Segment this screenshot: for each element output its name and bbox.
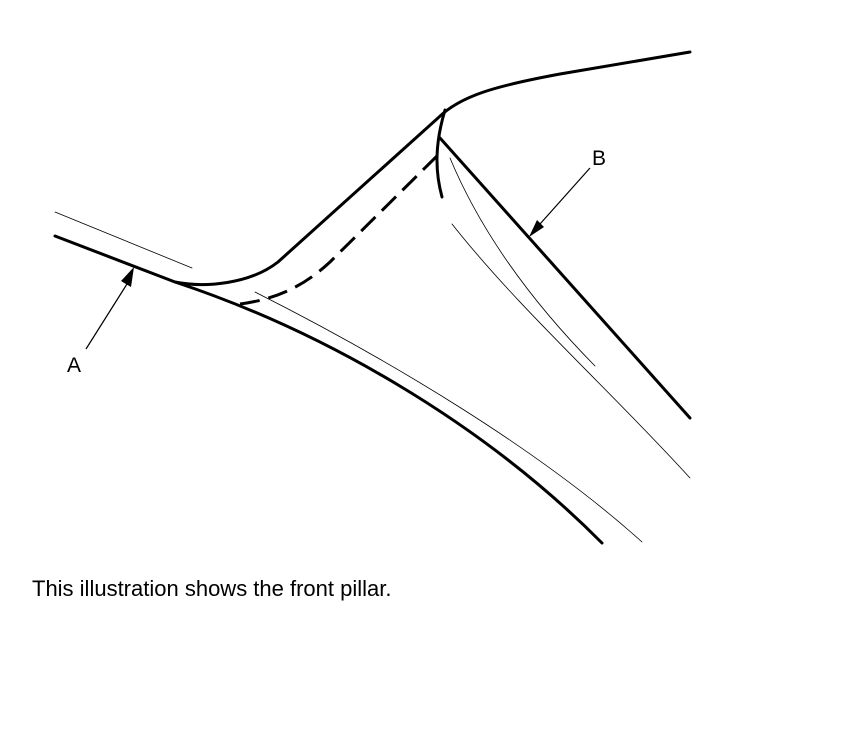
outer-body-contour: [53, 50, 692, 287]
dashed-molding-line: [239, 154, 439, 306]
windshield-edge: [438, 136, 692, 420]
callout-b: B: [529, 147, 606, 237]
fender-reference-line: [54, 211, 193, 269]
callout-a-leader: [85, 283, 128, 350]
inner-curve-upper: [449, 157, 596, 367]
callout-a: A: [67, 267, 134, 377]
callout-b-leader: [539, 167, 591, 225]
callout-b-arrowhead: [529, 220, 544, 237]
inner-curve-lower: [451, 223, 691, 479]
illustration-caption: This illustration shows the front pillar…: [32, 576, 392, 601]
callout-a-label: A: [67, 354, 81, 377]
pillar-top-curve: [435, 108, 447, 199]
lower-body-contour: [173, 280, 604, 545]
callout-a-arrowhead: [121, 267, 134, 287]
callout-b-label: B: [592, 147, 606, 170]
lower-reference-line: [254, 291, 643, 543]
